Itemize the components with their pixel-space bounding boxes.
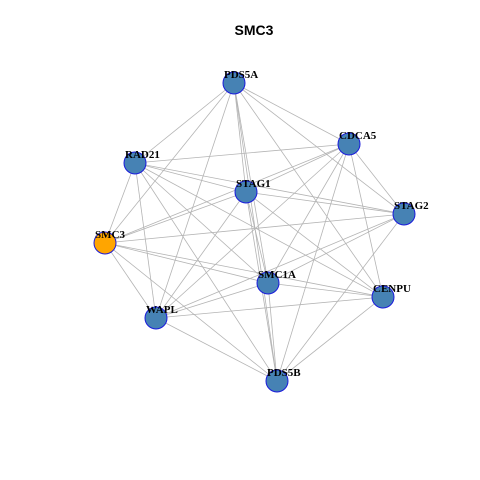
edge-smc1a-cenpu [267,282,384,298]
edge-smc1a-wapl [155,282,269,319]
edge-stag2-pds5b [276,213,405,382]
node-circle-pds5b[interactable] [265,369,289,393]
edge-rad21-cdca5 [134,143,350,164]
node-label-smc3: SMC3 [95,229,125,241]
node-label-stag2: STAG2 [394,200,429,212]
edge-wapl-pds5b [155,317,278,382]
node-cenpu[interactable]: CENPU [371,283,411,309]
node-label-smc1a: SMC1A [258,269,296,281]
node-label-pds5b: PDS5B [267,367,301,379]
node-label-stag1: STAG1 [236,178,271,190]
graph-title: SMC3 [235,22,274,38]
edge-pds5a-stag1 [233,82,247,193]
edge-smc1a-pds5b [267,282,278,382]
edge-pds5a-cdca5 [233,82,350,145]
edge-cdca5-stag1 [245,143,350,193]
node-wapl[interactable]: WAPL [144,304,178,330]
edge-cdca5-cenpu [348,143,384,298]
edge-pds5a-stag2 [233,82,405,215]
edge-stag1-stag2 [245,191,405,215]
node-cdca5[interactable]: CDCA5 [337,130,377,156]
node-label-cenpu: CENPU [373,283,411,295]
node-smc3[interactable]: SMC3 [93,229,125,255]
node-pds5a[interactable]: PDS5A [222,69,258,95]
edge-pds5a-wapl [155,82,235,319]
edge-pds5a-rad21 [134,82,235,164]
edge-rad21-stag2 [134,162,405,215]
node-label-cdca5: CDCA5 [339,130,377,142]
edge-cdca5-smc3 [104,143,350,244]
node-circle-stag2[interactable] [392,202,416,226]
node-stag2[interactable]: STAG2 [392,200,429,226]
edge-rad21-smc3 [104,162,136,244]
edge-stag1-wapl [155,191,247,319]
node-circle-smc3[interactable] [93,231,117,255]
edge-stag2-smc1a [267,213,405,284]
node-circle-rad21[interactable] [123,151,147,175]
edges-layer [104,82,405,382]
edge-cenpu-wapl [155,296,384,319]
edge-smc3-pds5b [104,242,278,382]
node-circle-stag1[interactable] [234,180,258,204]
node-circle-wapl[interactable] [144,306,168,330]
node-label-pds5a: PDS5A [224,69,258,81]
node-label-rad21: RAD21 [125,149,160,161]
edge-stag1-smc3 [104,191,247,244]
edge-rad21-wapl [134,162,157,319]
edge-cdca5-smc1a [267,143,350,284]
edge-cenpu-pds5b [276,296,384,382]
edge-stag2-wapl [155,213,405,319]
node-rad21[interactable]: RAD21 [123,149,160,175]
edge-rad21-smc1a [134,162,269,284]
edge-smc3-wapl [104,242,157,319]
edge-smc3-smc1a [104,242,269,284]
node-circle-pds5a[interactable] [222,71,246,95]
edge-cdca5-pds5b [276,143,350,382]
edge-smc3-cenpu [104,242,384,298]
edge-rad21-stag1 [134,162,247,193]
node-label-wapl: WAPL [146,304,178,316]
edge-stag1-smc1a [245,191,269,284]
node-circle-cdca5[interactable] [337,132,361,156]
node-smc1a[interactable]: SMC1A [256,269,296,295]
node-circle-smc1a[interactable] [256,271,280,295]
node-pds5b[interactable]: PDS5B [265,367,301,393]
edge-pds5a-smc3 [104,82,235,244]
edge-stag2-smc3 [104,213,405,244]
edge-cdca5-stag2 [348,143,405,215]
edge-stag1-cenpu [245,191,384,298]
edge-rad21-cenpu [134,162,384,298]
node-circle-cenpu[interactable] [371,285,395,309]
node-stag1[interactable]: STAG1 [234,178,271,204]
edge-rad21-pds5b [134,162,278,382]
edge-pds5a-cenpu [233,82,384,298]
